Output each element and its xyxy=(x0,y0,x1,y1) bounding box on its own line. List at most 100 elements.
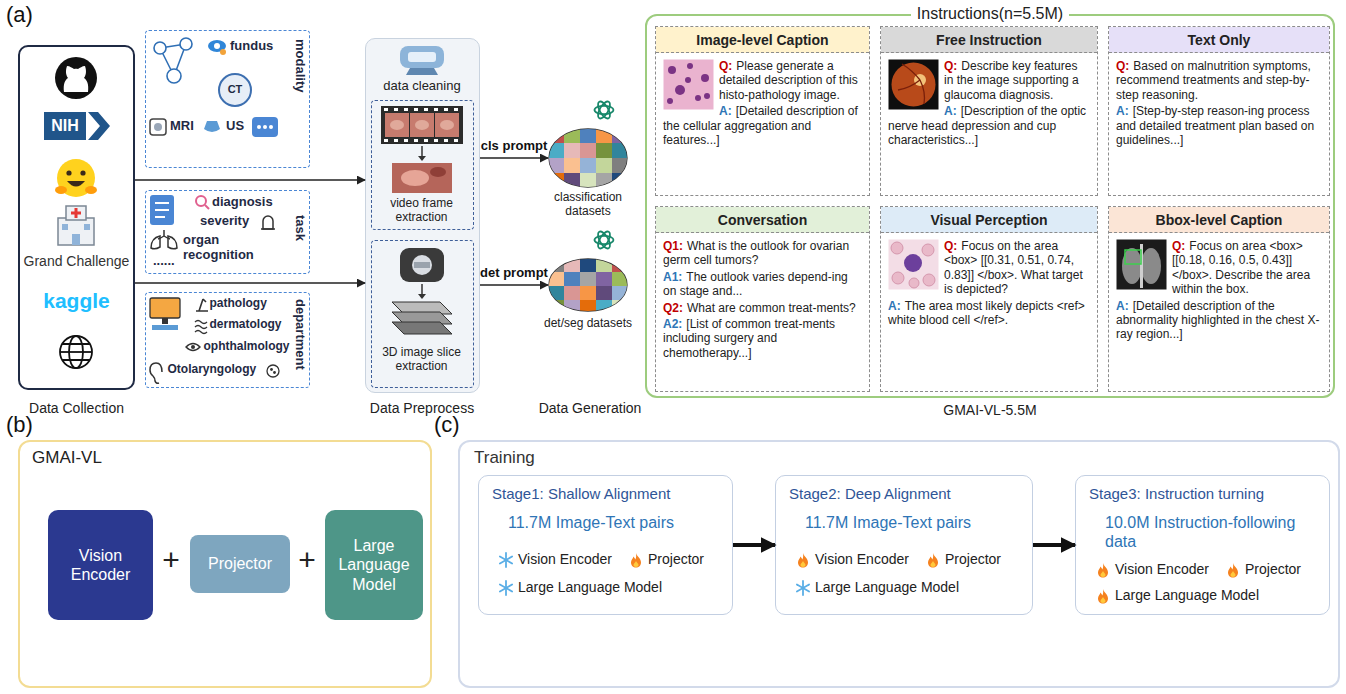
node-label: Vision Encoder xyxy=(1115,561,1209,578)
panel-body: Q:Describe key features in the image sup… xyxy=(881,53,1097,195)
free-label: (c) xyxy=(434,412,460,438)
text-slot: Vision Encoder xyxy=(815,551,909,568)
stage-box: Stage3: Instruction turning10.0M Instruc… xyxy=(1075,475,1330,615)
text-slot: modality xyxy=(292,39,308,92)
training-panel: TrainingStage1: Shallow Alignment11.7M I… xyxy=(458,440,1340,688)
panel-body: Q1:What is the outlook for ovarian germ … xyxy=(656,233,869,391)
node-label: CT xyxy=(220,82,250,96)
qa-text: The area most likely depicts <ref> white… xyxy=(888,299,1085,327)
node-label: classification datasets xyxy=(533,190,643,218)
panel-header: Visual Perception xyxy=(881,207,1097,233)
qa-paragraph: Q:Based on malnutrition symptoms, recomm… xyxy=(1116,59,1322,102)
node-label: Data Preprocess xyxy=(355,400,490,417)
instruction-card: Bbox-level CaptionQ:Focus on area <box>[… xyxy=(1108,206,1330,392)
qa-text: What are common treat-ments? xyxy=(687,301,856,315)
panel-content: Q:Based on malnutrition symptoms, recomm… xyxy=(1116,59,1322,147)
text-slot: + xyxy=(156,543,186,577)
qa-text: The outlook varies depend-ing on stage a… xyxy=(663,270,848,298)
instruction-card: Image-level CaptionQ:Please generate a d… xyxy=(655,26,870,196)
node-label: task xyxy=(292,215,308,241)
panel-title: Image-level Caption xyxy=(696,32,828,48)
panel-header: Free Instruction xyxy=(881,27,1097,53)
free-label: (b) xyxy=(6,412,33,438)
node-label: 3D image slice extraction xyxy=(373,345,471,373)
qa-paragraph: A2:[List of common treat-ments including… xyxy=(663,317,862,360)
text-slot: (b) xyxy=(6,412,33,438)
qa-text: [Detailed description of the abnormality… xyxy=(1116,299,1319,342)
node-label: Projector xyxy=(945,551,1001,568)
node-label: dermatology xyxy=(210,317,282,331)
text-slot: dermatology xyxy=(210,317,282,331)
node-label: US xyxy=(226,118,244,134)
text-slot: MRI xyxy=(170,118,194,134)
node-label: diagnosis xyxy=(212,194,273,210)
text-slot: ophthalmology xyxy=(204,339,290,353)
node-label: Stage1: Shallow Alignment xyxy=(492,485,724,503)
text-slot: ...... xyxy=(153,253,175,269)
connector xyxy=(480,284,548,286)
qa-marker: Q1: xyxy=(663,239,683,253)
text-slot: 3D image slice extraction xyxy=(373,345,471,373)
text-slot: US xyxy=(226,118,244,134)
qa-marker: A: xyxy=(888,299,901,313)
text-slot: classification datasets xyxy=(533,190,643,218)
dataset-ellipse: det/seg datasets xyxy=(548,258,628,312)
qa-marker: Q: xyxy=(719,59,732,73)
block-label: Vision Encoder xyxy=(48,546,153,584)
ellipse-outline xyxy=(548,128,628,188)
qa-text: What is the outlook for ovarian germ cel… xyxy=(663,239,849,267)
text-slot: CT xyxy=(220,82,250,96)
image-slot xyxy=(1116,239,1166,289)
node-label: organ recognition xyxy=(183,232,283,262)
instruction-card: Visual PerceptionQ:Focus on the area <bo… xyxy=(880,206,1098,392)
edge-label: cls prompt xyxy=(481,138,547,154)
qa-text: [Detailed description of the cellular ag… xyxy=(663,104,858,147)
stage-box: Stage2: Deep Alignment 11.7M Image-Text p… xyxy=(775,475,1033,615)
panel-title: Text Only xyxy=(1188,32,1251,48)
model-block: Projector xyxy=(190,535,290,593)
node-label: Large Language Model xyxy=(518,579,662,596)
node-label: pathology xyxy=(210,296,267,310)
text-slot: Large Language Model xyxy=(1115,587,1259,604)
node-label: GMAI-VL xyxy=(32,448,102,468)
text-slot: Data Generation xyxy=(505,400,675,417)
qa-text: Focus on the area <box> [[0.31, 0.51, 0.… xyxy=(944,239,1083,296)
node-label: Grand Challenge xyxy=(20,253,133,270)
panel-title: Free Instruction xyxy=(936,32,1042,48)
node-label: Stage2: Deep Alignment xyxy=(789,485,1021,503)
connector xyxy=(135,282,365,284)
text-slot: 10.0M Instruction-following data xyxy=(1105,513,1320,551)
category-box: pathology dermatology ophthalmologyOtolary… xyxy=(145,292,310,388)
text-slot: Large Language Model xyxy=(815,579,959,596)
node-label: modality xyxy=(292,39,308,92)
edge-label: det prompt xyxy=(480,265,548,281)
text-slot: det prompt xyxy=(480,265,548,281)
panel-body: Q:Focus on area <box>[[0.18, 0.16, 0.5, … xyxy=(1109,233,1329,391)
text-slot: det/seg datasets xyxy=(533,316,643,330)
qa-marker: Q: xyxy=(1116,59,1129,73)
connector xyxy=(1033,543,1075,547)
text-slot: Projector xyxy=(1245,561,1301,578)
node-label: 11.7M Image-Text pairs xyxy=(805,513,1020,532)
image-slot xyxy=(888,239,938,289)
stage-box: Stage1: Shallow Alignment 11.7M Image-Tex… xyxy=(478,475,733,615)
qa-paragraph: Q:Focus on the area <box> [[0.31, 0.51, … xyxy=(888,239,1090,297)
node-label: Large Language Model xyxy=(815,579,959,596)
node-label: Otolaryngology xyxy=(168,362,257,376)
qa-text: [List of common treat-ments including su… xyxy=(663,317,835,360)
node-label: Instructions(n=5.5M) xyxy=(911,4,1069,24)
qa-marker: Q: xyxy=(944,239,957,253)
node-label: NIH xyxy=(44,112,86,140)
panel-content: Q:Focus on the area <box> [[0.31, 0.51, … xyxy=(888,239,1090,327)
panel-body: Q:Focus on the area <box> [[0.31, 0.51, … xyxy=(881,233,1097,391)
text-slot: (c) xyxy=(434,412,460,438)
text-slot: task xyxy=(292,215,308,241)
text-slot: severity xyxy=(200,213,249,229)
text-slot: 11.7M Image-Text pairs xyxy=(508,513,723,532)
text-slot: Vision Encoder xyxy=(1115,561,1209,578)
instruction-card: Text OnlyQ:Based on malnutrition symptom… xyxy=(1108,26,1330,196)
category-box: diagnosis severity organ recognition......… xyxy=(145,190,310,274)
node-label: department xyxy=(292,299,308,370)
source-panel: NIHGrand ChallengekaggleData Collection xyxy=(18,45,135,390)
